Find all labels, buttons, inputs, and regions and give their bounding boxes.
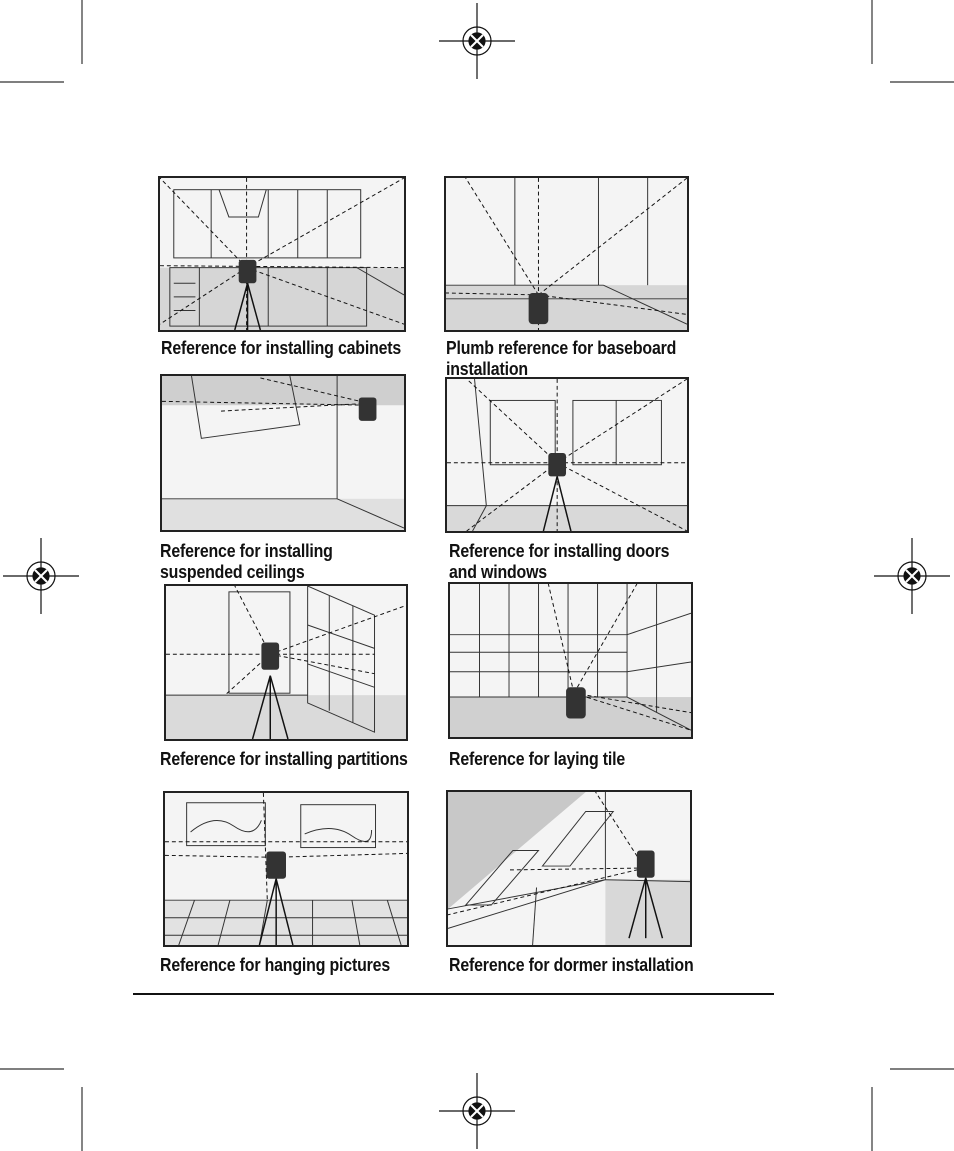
caption-line: and windows bbox=[449, 561, 669, 582]
caption-line: Reference for laying tile bbox=[449, 748, 625, 769]
caption-laying-tile: Reference for laying tile bbox=[449, 748, 625, 769]
caption-baseboard: Plumb reference for baseboard installati… bbox=[446, 337, 676, 379]
caption-cabinets: Reference for installing cabinets bbox=[161, 337, 401, 358]
caption-suspended-ceilings: Reference for installing suspended ceili… bbox=[160, 540, 333, 582]
registration-mark-icon bbox=[873, 537, 951, 615]
footer-rule bbox=[133, 993, 774, 995]
caption-dormer-installation: Reference for dormer installation bbox=[449, 954, 694, 975]
illustration-suspended-ceilings bbox=[160, 374, 406, 532]
illustration-installing-partitions bbox=[164, 584, 408, 741]
illustration-baseboard-installation bbox=[444, 176, 689, 332]
illustration-laying-tile bbox=[448, 582, 693, 739]
caption-partitions: Reference for installing partitions bbox=[160, 748, 408, 769]
caption-line: Reference for installing cabinets bbox=[161, 337, 401, 358]
caption-doors-and-windows: Reference for installing doors and windo… bbox=[449, 540, 669, 582]
caption-line: Reference for hanging pictures bbox=[160, 954, 390, 975]
illustration-dormer-installation bbox=[446, 790, 692, 947]
registration-mark-icon bbox=[2, 537, 80, 615]
caption-line: Reference for installing bbox=[160, 540, 333, 561]
illustration-installing-cabinets bbox=[158, 176, 406, 332]
illustration-doors-and-windows bbox=[445, 377, 689, 533]
illustration-hanging-pictures bbox=[163, 791, 409, 947]
registration-mark-icon bbox=[438, 2, 516, 80]
caption-hanging-pictures: Reference for hanging pictures bbox=[160, 954, 390, 975]
registration-mark-icon bbox=[438, 1072, 516, 1150]
caption-line: Reference for installing partitions bbox=[160, 748, 408, 769]
caption-line: Reference for dormer installation bbox=[449, 954, 694, 975]
caption-line: suspended ceilings bbox=[160, 561, 333, 582]
caption-line: Reference for installing doors bbox=[449, 540, 669, 561]
caption-line: Plumb reference for baseboard bbox=[446, 337, 676, 358]
caption-line: installation bbox=[446, 358, 676, 379]
